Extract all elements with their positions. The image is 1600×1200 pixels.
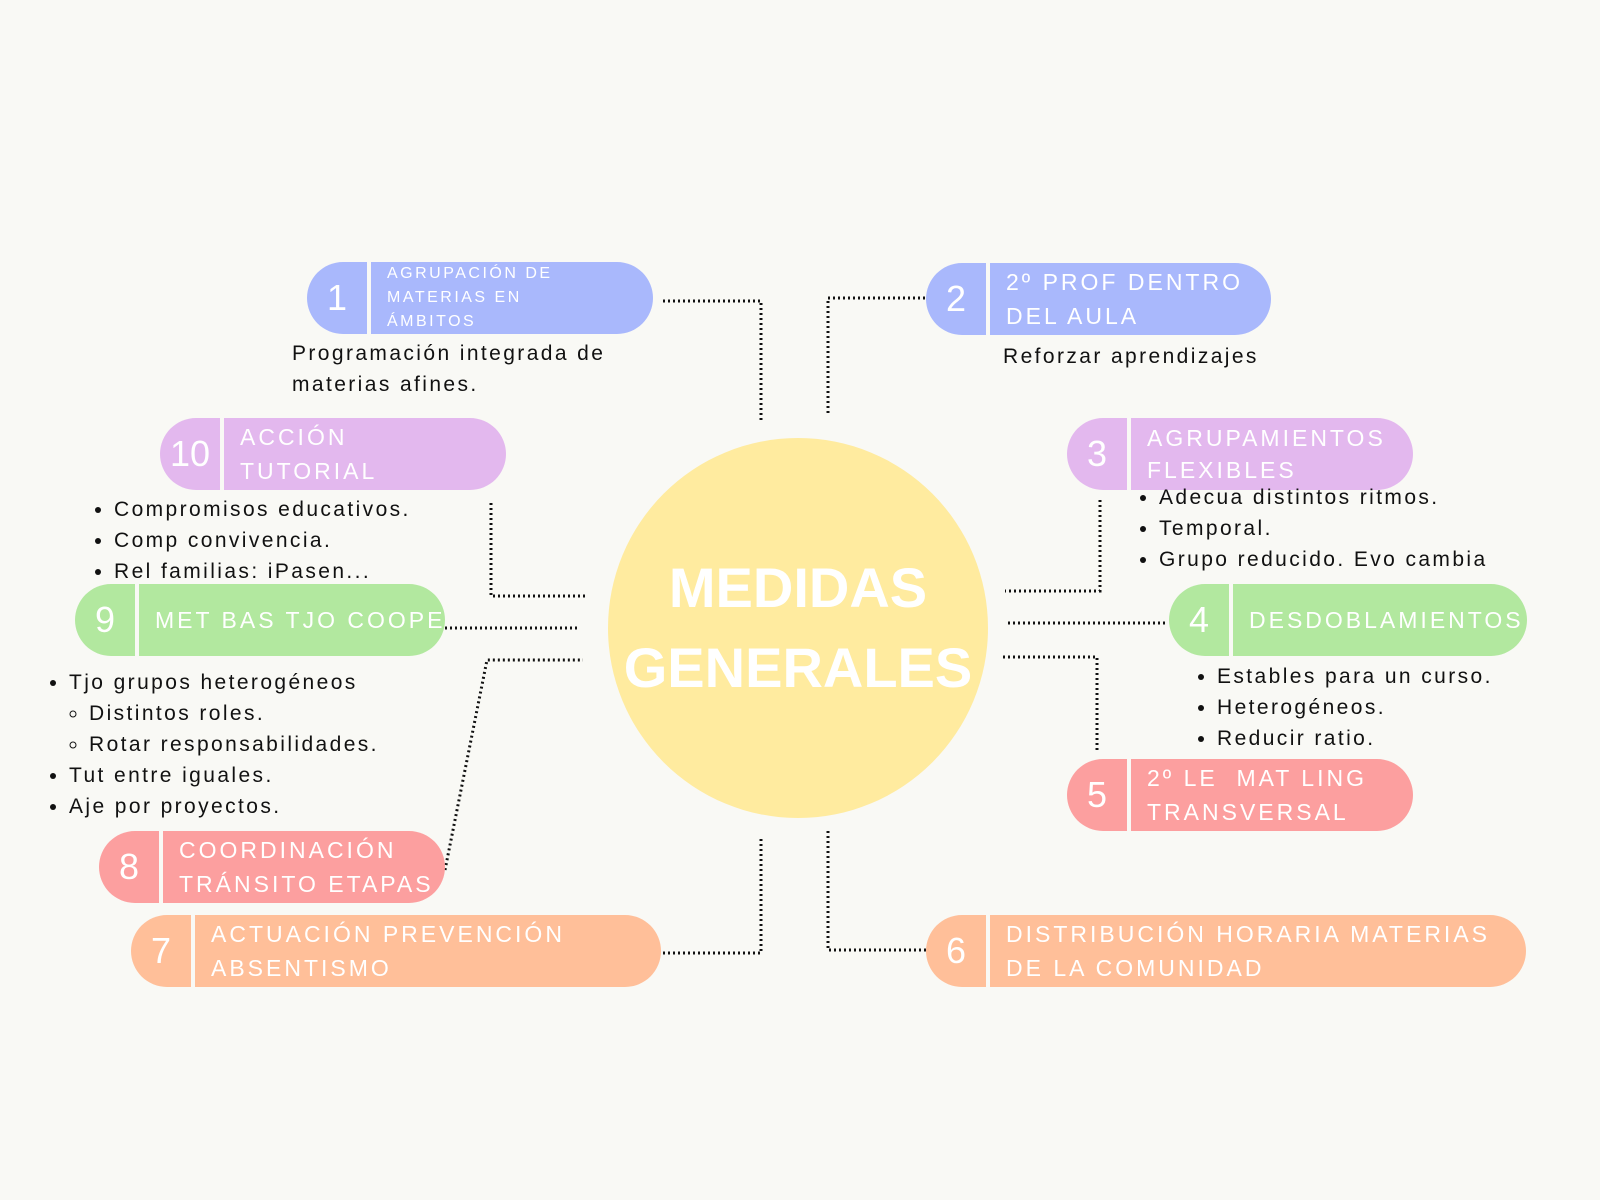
node-number: 10	[169, 433, 211, 474]
node-5: 5 2º LE MAT LING TRANSVERSAL	[1067, 759, 1413, 831]
node-label: AGRUPAMIENTOS FLEXIBLES	[1147, 425, 1386, 483]
node-3: 3 AGRUPAMIENTOS FLEXIBLES	[1067, 418, 1413, 490]
node-4: 4 DESDOBLAMIENTOS	[1169, 584, 1527, 656]
list-item: Grupo reducido. Evo cambia	[1159, 544, 1488, 575]
node-10: 10 ACCIÓN TUTORIAL	[160, 418, 506, 490]
connector-6	[826, 830, 926, 952]
node-1-description: Programación integrada de materias afine…	[292, 342, 606, 396]
node-1: 1 AGRUPACIÓN DE MATERIAS EN ÁMBITOS	[307, 262, 653, 334]
node-2-description: Reforzar aprendizajes	[1003, 345, 1259, 368]
list-item: Temporal.	[1159, 513, 1488, 544]
node-label: AGRUPACIÓN DE MATERIAS EN ÁMBITOS	[387, 265, 553, 330]
node-7: 7 ACTUACIÓN PREVENCIÓN ABSENTISMO	[131, 915, 661, 987]
node-number: 3	[1086, 433, 1108, 474]
list-item: Adecua distintos ritmos.	[1159, 482, 1488, 513]
list-item: Comp convivencia.	[114, 525, 411, 556]
list-item: Aje por proyectos.	[69, 791, 379, 822]
node-number: 7	[150, 930, 172, 971]
node-10-list: Compromisos educativos.Comp convivencia.…	[92, 494, 411, 587]
center-title-line2: GENERALES	[623, 636, 973, 699]
list-item: Tut entre iguales.	[69, 760, 379, 791]
node-label: MET BAS TJO COOPE	[155, 607, 446, 633]
list-item: Estables para un curso.	[1217, 661, 1493, 692]
connector-10	[489, 503, 586, 598]
connector-8	[443, 658, 583, 871]
node-number: 5	[1086, 774, 1108, 815]
node-label: 2º PROF DENTRO DEL AULA	[1006, 269, 1243, 329]
node-number: 6	[945, 930, 967, 971]
list-item: Reducir ratio.	[1217, 723, 1493, 754]
node-label: ACTUACIÓN PREVENCIÓN ABSENTISMO	[211, 921, 565, 981]
node-number: 2	[945, 278, 967, 319]
node-number: 1	[326, 277, 348, 318]
node-label: 2º LE MAT LING TRANSVERSAL	[1147, 765, 1376, 825]
node-9: 9 MET BAS TJO COOPE	[75, 584, 445, 656]
node-label: ACCIÓN TUTORIAL	[240, 424, 378, 484]
connector-5	[1003, 655, 1099, 750]
node-3-list: Adecua distintos ritmos.Temporal.Grupo r…	[1137, 482, 1488, 575]
list-item: Rotar responsabilidades.	[89, 729, 379, 760]
node-number: 8	[118, 846, 140, 887]
node-label: DESDOBLAMIENTOS	[1249, 607, 1524, 633]
connector-2	[826, 296, 925, 415]
connector-3	[1005, 500, 1102, 593]
node-number: 4	[1188, 599, 1210, 640]
node-8: 8 COORDINACIÓN TRÁNSITO ETAPAS	[99, 831, 445, 903]
node-2: 2 2º PROF DENTRO DEL AULA	[926, 263, 1271, 335]
node-label: COORDINACIÓN TRÁNSITO ETAPAS	[179, 837, 434, 897]
center-circle: MEDIDAS GENERALES	[608, 438, 988, 818]
list-item: Heterogéneos.	[1217, 692, 1493, 723]
center-title-line1: MEDIDAS	[668, 556, 928, 619]
node-number: 9	[94, 599, 116, 640]
list-item: Compromisos educativos.	[114, 494, 411, 525]
list-item: Rel familias: iPasen...	[114, 556, 411, 587]
node-4-list: Estables para un curso.Heterogéneos.Redu…	[1195, 661, 1493, 754]
node-label: DISTRIBUCIÓN HORARIA MATERIAS DE LA COMU…	[1006, 921, 1491, 981]
node-9-list: Tjo grupos heterogéneosDistintos roles.R…	[47, 667, 379, 822]
list-item: Distintos roles.	[89, 698, 379, 729]
list-item: Tjo grupos heterogéneos	[69, 667, 379, 698]
connector-7	[663, 836, 763, 955]
node-6: 6 DISTRIBUCIÓN HORARIA MATERIAS DE LA COM…	[926, 915, 1526, 987]
connector-1	[663, 299, 763, 420]
